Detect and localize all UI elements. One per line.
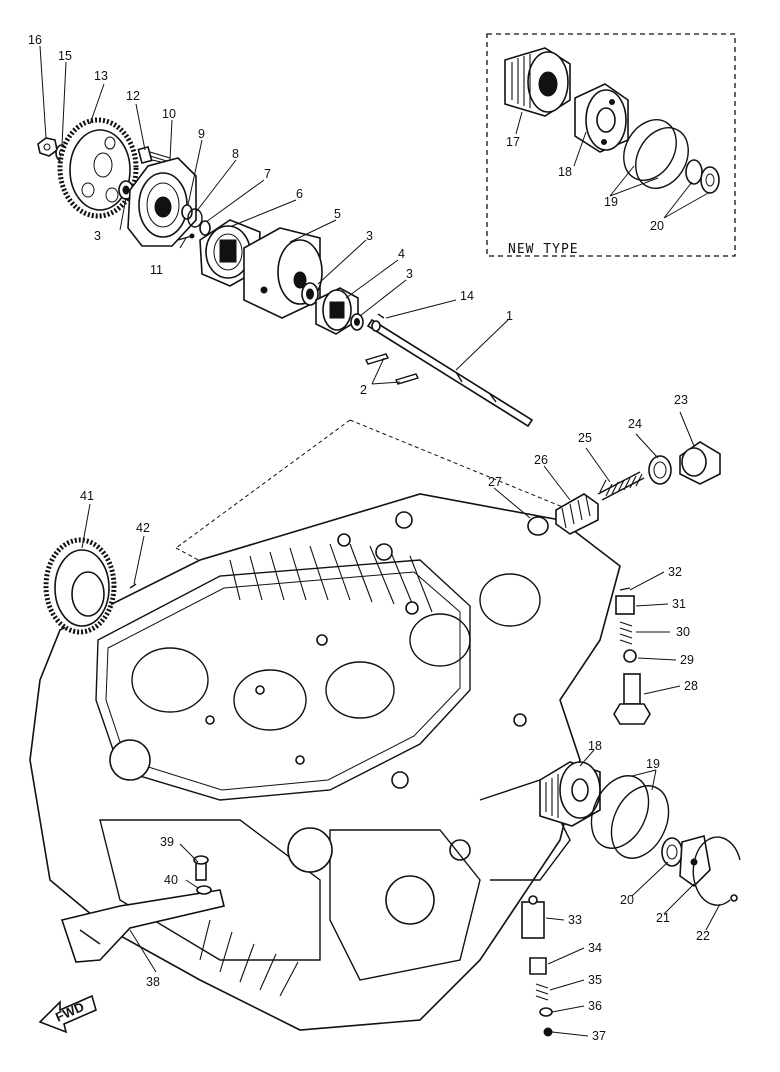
part-42-key bbox=[129, 583, 137, 589]
callout-2: 2 bbox=[360, 383, 367, 397]
part-35-spring bbox=[535, 983, 549, 1001]
callout-9: 9 bbox=[198, 127, 205, 141]
part-20-seals-inset bbox=[685, 159, 720, 194]
callout-35: 35 bbox=[588, 973, 602, 987]
part-17-rotor bbox=[504, 47, 571, 117]
part-3-bearing-right bbox=[350, 313, 364, 331]
part-36-washer bbox=[539, 1007, 553, 1017]
part-37-ball bbox=[543, 1027, 553, 1037]
callout-24: 24 bbox=[628, 417, 642, 431]
part-20-seal bbox=[661, 837, 683, 867]
fwd-arrow: FWD bbox=[38, 994, 97, 1034]
part-41-gear bbox=[43, 537, 117, 635]
callout-11: 11 bbox=[150, 263, 163, 277]
callout-14: 14 bbox=[460, 289, 474, 303]
callout-29: 29 bbox=[680, 653, 694, 667]
part-9-pin bbox=[181, 204, 193, 220]
callout-18b: 18 bbox=[588, 739, 602, 753]
part-4-rotor bbox=[315, 287, 359, 335]
new-type-inset: NEW TYPE bbox=[486, 33, 736, 257]
callout-20a: 20 bbox=[650, 219, 664, 233]
callout-7: 7 bbox=[264, 167, 271, 181]
leader-lines-lower bbox=[81, 411, 721, 1037]
callout-39: 39 bbox=[160, 835, 174, 849]
callout-32: 32 bbox=[668, 565, 682, 579]
part-40-washer bbox=[196, 885, 212, 895]
part-16-nut bbox=[37, 137, 58, 157]
part-12-bolt bbox=[137, 145, 171, 165]
inset-title: NEW TYPE bbox=[508, 242, 579, 257]
callout-3a: 3 bbox=[94, 229, 101, 243]
callout-36: 36 bbox=[588, 999, 602, 1013]
part-19-rings bbox=[590, 775, 670, 859]
callout-28: 28 bbox=[684, 679, 698, 693]
part-27-plunger bbox=[527, 516, 549, 536]
part-38-bracket bbox=[60, 889, 225, 963]
part-23-plug bbox=[679, 441, 721, 485]
callout-30: 30 bbox=[676, 625, 690, 639]
callout-27: 27 bbox=[488, 475, 502, 489]
callout-3c: 3 bbox=[406, 267, 413, 281]
part-29-ball bbox=[623, 649, 637, 663]
callout-4: 4 bbox=[398, 247, 405, 261]
callout-6: 6 bbox=[296, 187, 303, 201]
callout-42: 42 bbox=[136, 521, 150, 535]
part-31-cap bbox=[615, 595, 635, 615]
callout-3b: 3 bbox=[366, 229, 373, 243]
callout-12: 12 bbox=[126, 89, 140, 103]
callout-22: 22 bbox=[696, 929, 710, 943]
callout-17: 17 bbox=[506, 135, 520, 149]
part-26-valve bbox=[555, 493, 599, 535]
callout-25: 25 bbox=[578, 431, 592, 445]
callout-31: 31 bbox=[672, 597, 686, 611]
callout-26: 26 bbox=[534, 453, 548, 467]
part-14-pin bbox=[377, 313, 385, 319]
callout-38: 38 bbox=[146, 975, 160, 989]
callout-23: 23 bbox=[674, 393, 688, 407]
callout-1: 1 bbox=[506, 309, 513, 323]
callout-5: 5 bbox=[334, 207, 341, 221]
callout-18a: 18 bbox=[558, 165, 572, 179]
callout-16: 16 bbox=[28, 33, 42, 47]
part-18-housing-inset bbox=[574, 83, 629, 153]
part-25-spring bbox=[597, 471, 645, 501]
callout-40: 40 bbox=[164, 873, 178, 887]
part-11-pin bbox=[177, 233, 195, 241]
part-8-oring bbox=[187, 208, 203, 228]
callout-33: 33 bbox=[568, 913, 582, 927]
callout-15: 15 bbox=[58, 49, 72, 63]
part-13-gear bbox=[57, 117, 139, 219]
part-28-bolt bbox=[613, 673, 651, 725]
part-3-bearing-mid bbox=[301, 282, 319, 306]
callout-labels: 16 15 13 12 10 9 8 7 6 5 3 4 3 14 1 2 3 … bbox=[28, 33, 710, 1043]
callout-19b: 19 bbox=[646, 757, 660, 771]
callout-10: 10 bbox=[162, 107, 176, 121]
part-7-washer bbox=[199, 220, 211, 236]
callout-20b: 20 bbox=[620, 893, 634, 907]
callout-13: 13 bbox=[94, 69, 108, 83]
part-34-piston bbox=[529, 957, 547, 975]
part-24-washer bbox=[648, 455, 672, 485]
part-19-rings-inset bbox=[623, 119, 689, 189]
part-22-circlip bbox=[692, 836, 741, 906]
part-10-cover bbox=[127, 157, 197, 247]
callout-37: 37 bbox=[592, 1029, 606, 1043]
part-1-shaft bbox=[366, 318, 534, 428]
part-33-switch bbox=[521, 895, 545, 939]
callout-34: 34 bbox=[588, 941, 602, 955]
part-18-housing bbox=[539, 761, 601, 827]
part-30-spring bbox=[619, 621, 633, 645]
callout-19a: 19 bbox=[604, 195, 618, 209]
part-32-clip bbox=[619, 587, 631, 591]
part-5-housing bbox=[243, 227, 323, 319]
callout-8: 8 bbox=[232, 147, 239, 161]
callout-41: 41 bbox=[80, 489, 94, 503]
leader-lines bbox=[39, 45, 711, 385]
callout-21: 21 bbox=[656, 911, 670, 925]
